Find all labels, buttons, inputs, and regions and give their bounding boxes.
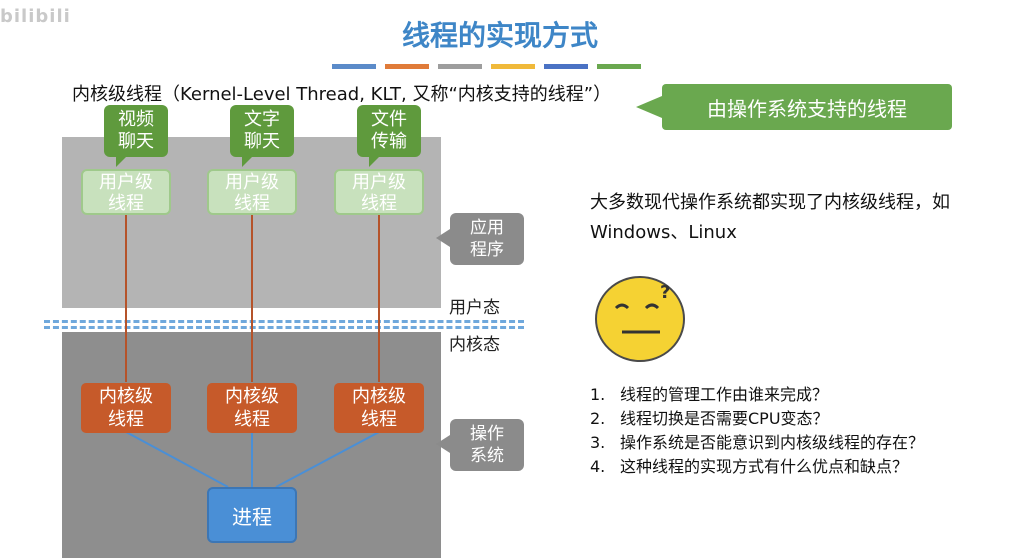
app-program-line2: 程序 <box>470 240 504 260</box>
svg-text:?: ? <box>660 282 670 303</box>
os-line1: 操作 <box>470 424 504 444</box>
app-bubble-text-chat: 文字 聊天 <box>230 105 294 167</box>
user-thread-1: 用户级 线程 <box>81 169 171 215</box>
color-bar-5 <box>544 64 588 69</box>
question-item: 1. 线程的管理工作由谁来完成？ <box>590 383 924 407</box>
user-thread-line2: 线程 <box>361 193 397 214</box>
user-thread-line1: 用户级 <box>99 172 153 193</box>
question-text: 线程的管理工作由谁来完成？ <box>620 385 829 404</box>
slide-title: 线程的实现方式 <box>401 19 598 52</box>
app-bubble-line1: 文件 <box>371 109 407 130</box>
app-bubble-file-transfer: 文件 传输 <box>357 105 421 167</box>
color-bar-2 <box>385 64 429 69</box>
app-bubble-line2: 聊天 <box>118 131 154 152</box>
question-number: 2. <box>590 409 606 428</box>
question-number: 1. <box>590 385 606 404</box>
color-bar-4 <box>491 64 535 69</box>
link-kernel-process-1 <box>125 431 229 488</box>
color-bar-1 <box>332 64 376 69</box>
user-mode-label: 用户态 <box>449 298 500 318</box>
app-bubble-line1: 视频 <box>118 109 154 130</box>
question-text: 线程切换是否需要CPU变态？ <box>620 409 829 428</box>
kernel-thread-line2: 线程 <box>361 409 397 430</box>
link-kernel-process-3 <box>275 431 380 488</box>
kernel-thread-2: 内核级 线程 <box>207 383 297 433</box>
kernel-thread-line2: 线程 <box>234 409 270 430</box>
kernel-mode-label: 内核态 <box>449 335 500 355</box>
os-support-callout: 由操作系统支持的线程 <box>636 84 952 130</box>
app-program-line1: 应用 <box>470 218 504 238</box>
question-text: 操作系统是否能意识到内核级线程的存在？ <box>620 433 925 452</box>
confused-face-icon: ? <box>595 276 685 362</box>
mode-divider-bottom <box>44 326 524 329</box>
question-list: 1. 线程的管理工作由谁来完成？ 2. 线程切换是否需要CPU变态？ 3. 操作系统是… <box>590 383 924 479</box>
app-bubble-line1: 文字 <box>244 109 280 130</box>
question-text: 这种线程的实现方式有什么优点和缺点？ <box>620 457 909 476</box>
user-thread-line2: 线程 <box>108 193 144 214</box>
os-label: 操作 系统 <box>436 419 524 471</box>
kernel-thread-1: 内核级 线程 <box>81 383 171 433</box>
kernel-thread-line1: 内核级 <box>225 386 279 407</box>
kernel-thread-line1: 内核级 <box>99 386 153 407</box>
user-thread-3: 用户级 线程 <box>334 169 424 215</box>
kernel-thread-line1: 内核级 <box>352 386 406 407</box>
kernel-thread-line2: 线程 <box>108 409 144 430</box>
title-color-bars <box>332 64 641 69</box>
user-thread-line1: 用户级 <box>225 172 279 193</box>
question-number: 3. <box>590 433 606 452</box>
question-item: 4. 这种线程的实现方式有什么优点和缺点？ <box>590 455 924 479</box>
user-thread-line1: 用户级 <box>352 172 406 193</box>
mode-divider-top <box>44 320 524 323</box>
app-bubble-video-chat: 视频 聊天 <box>104 105 168 167</box>
process-box: 进程 <box>207 487 297 543</box>
color-bar-3 <box>438 64 482 69</box>
question-item: 3. 操作系统是否能意识到内核级线程的存在？ <box>590 431 924 455</box>
app-bubble-line2: 传输 <box>371 131 407 152</box>
watermark: bilibili <box>0 6 71 27</box>
color-bar-6 <box>597 64 641 69</box>
question-number: 4. <box>590 457 606 476</box>
user-thread-line2: 线程 <box>234 193 270 214</box>
app-bubble-line2: 聊天 <box>244 131 280 152</box>
description-text: 大多数现代操作系统都实现了内核级线程，如 Windows、Linux <box>590 192 950 243</box>
os-line2: 系统 <box>470 446 504 466</box>
klt-heading: 内核级线程（Kernel-Level Thread, KLT, 又称“内核支持的… <box>72 84 612 105</box>
app-program-label: 应用 程序 <box>436 213 524 265</box>
kernel-thread-3: 内核级 线程 <box>334 383 424 433</box>
question-item: 2. 线程切换是否需要CPU变态？ <box>590 407 924 431</box>
user-thread-2: 用户级 线程 <box>207 169 297 215</box>
